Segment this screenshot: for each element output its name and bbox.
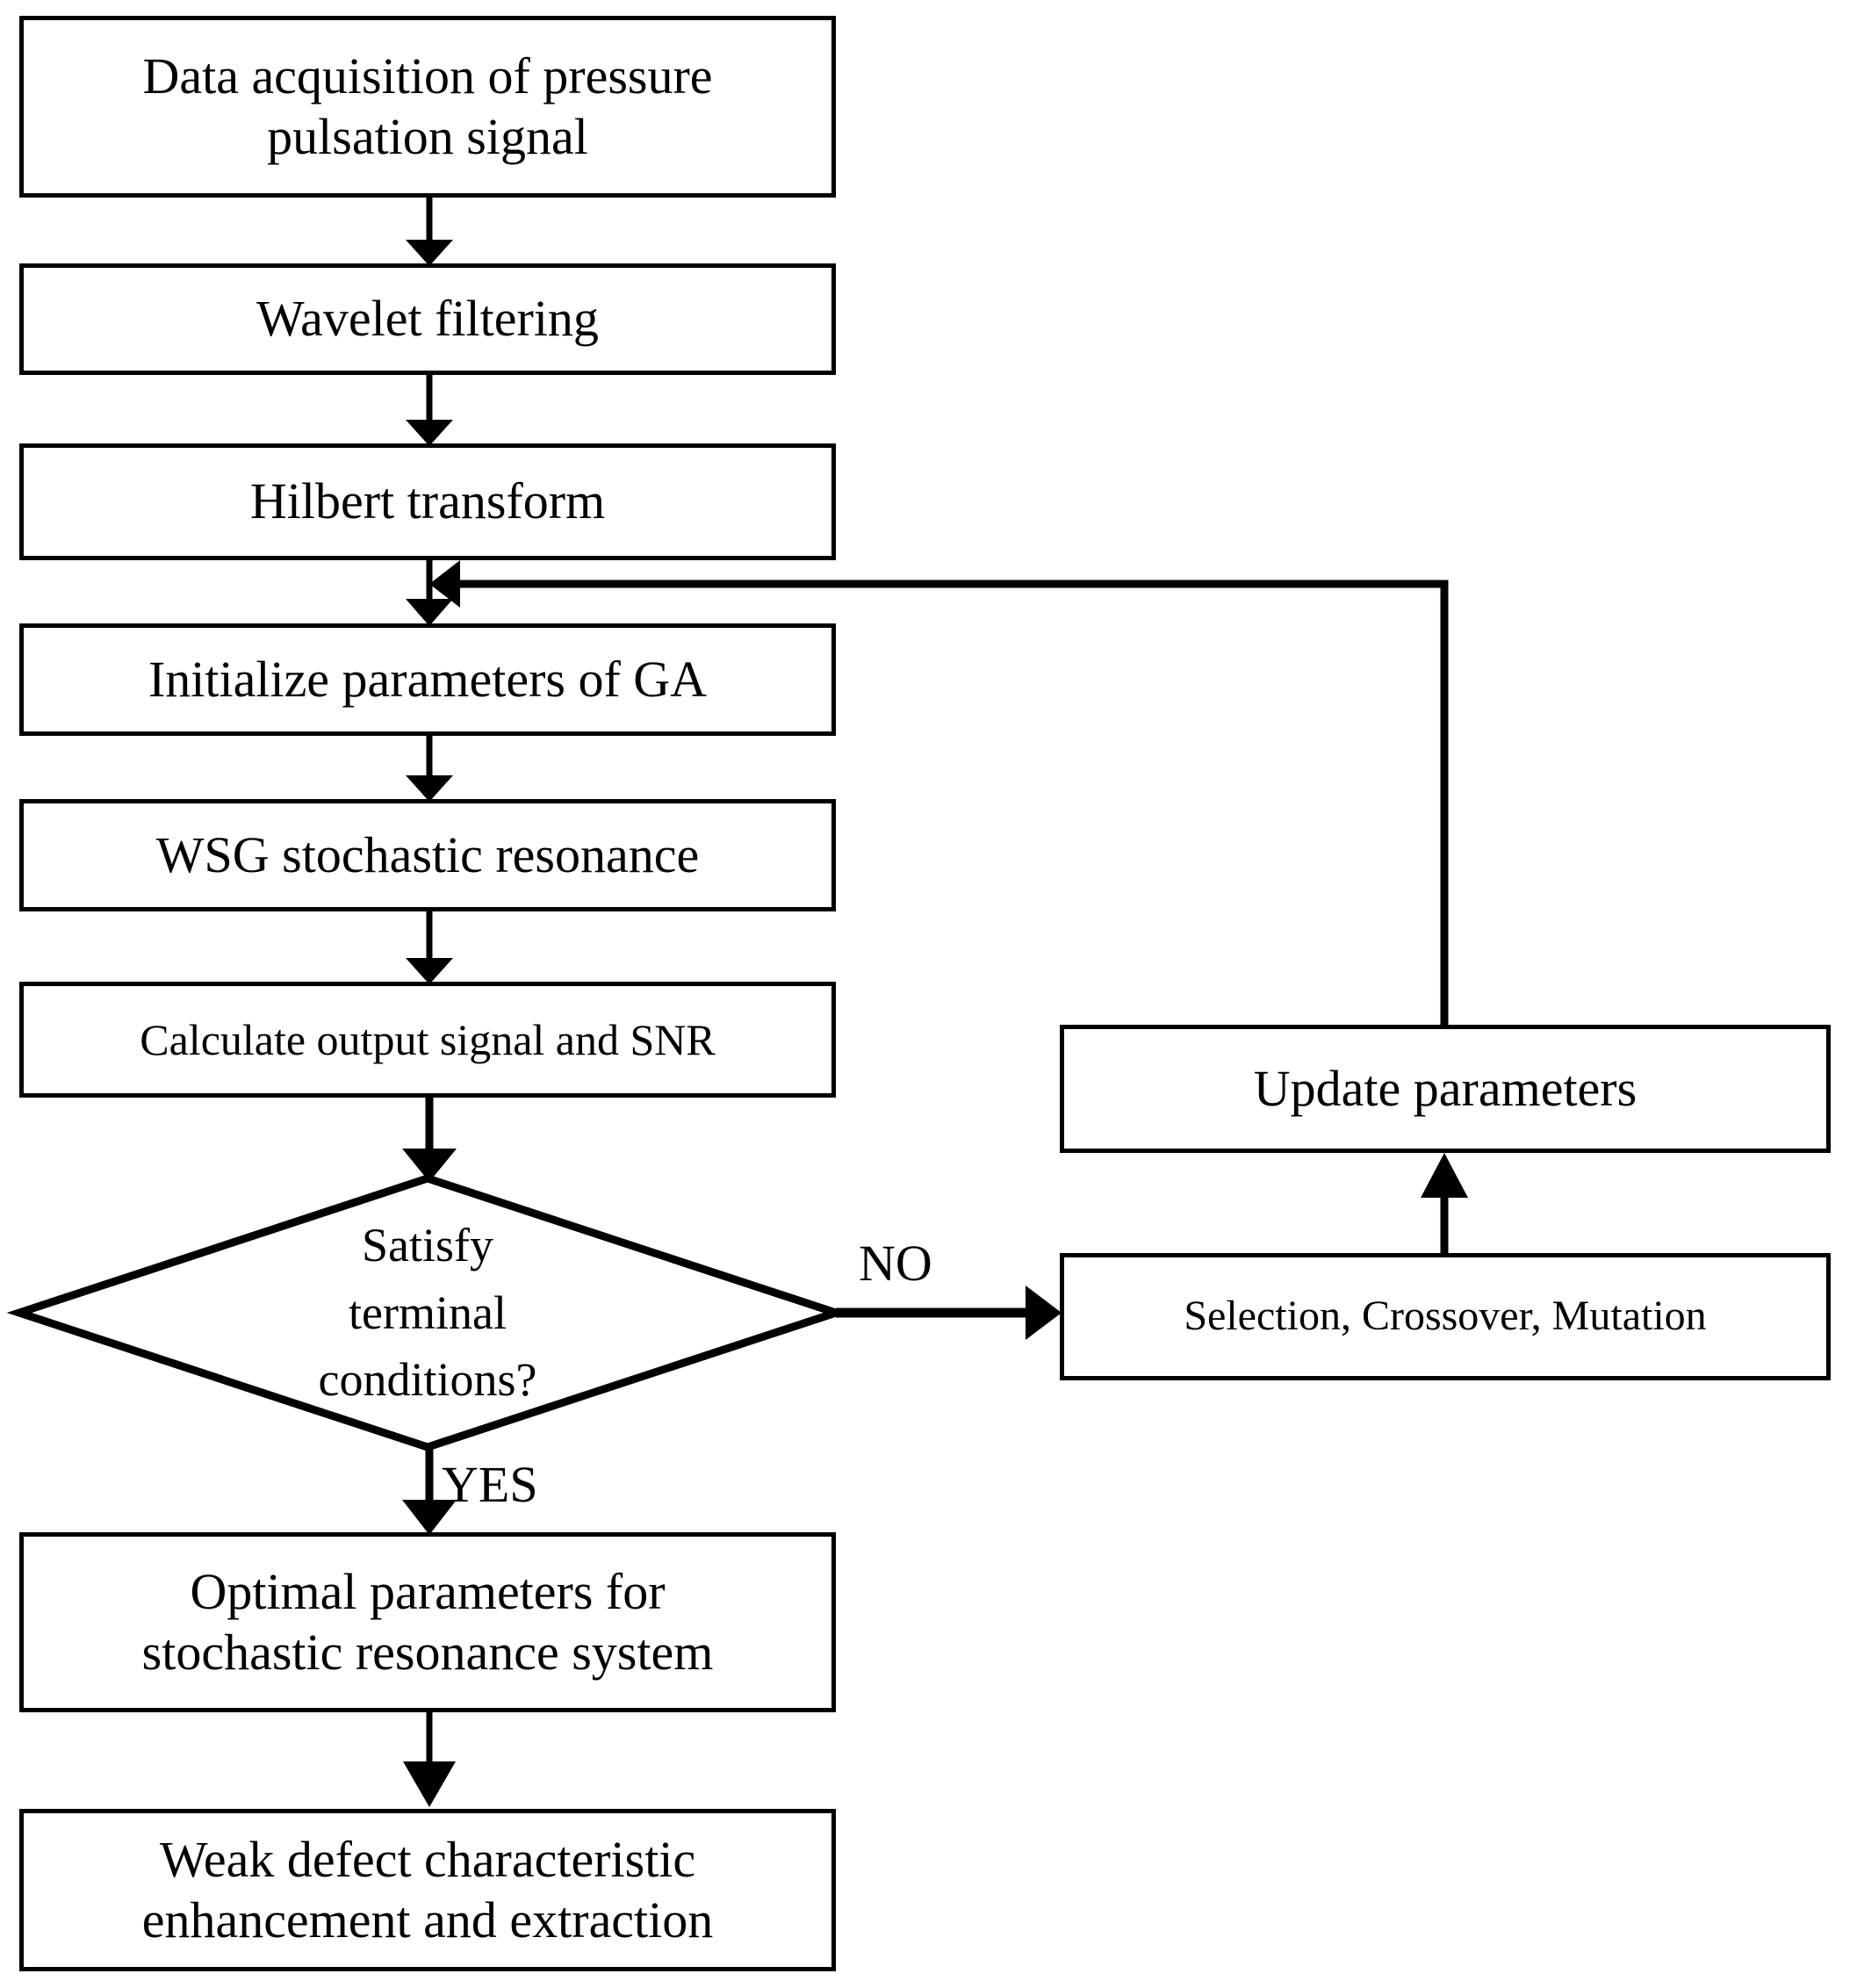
edge-calculate-snr-to-terminal-decision: [402, 1098, 457, 1182]
node-selection-crossover-mutation-label: Selection, Crossover, Mutation: [1184, 1293, 1707, 1340]
edge-label-yes-text: YES: [442, 1456, 538, 1513]
node-terminal-decision[interactable]: Satisfy terminal conditions?: [19, 1178, 836, 1447]
node-wsg-resonance-label: WSG stochastic resonance: [155, 825, 700, 883]
node-wavelet-filtering-label: Wavelet filtering: [256, 290, 599, 348]
node-wavelet-filtering[interactable]: Wavelet filtering: [19, 263, 836, 375]
edge-initialize-ga-to-wsg-resonance: [406, 736, 453, 802]
node-calculate-snr-label: Calculate output signal and SNR: [140, 1014, 716, 1064]
edge-hilbert-transform-to-initialize-ga: [406, 560, 453, 626]
node-calculate-snr[interactable]: Calculate output signal and SNR: [19, 982, 836, 1098]
edge-wavelet-filtering-to-hilbert-transform: [406, 375, 453, 446]
node-selection-crossover-mutation[interactable]: Selection, Crossover, Mutation: [1060, 1253, 1831, 1380]
edge-wsg-resonance-to-calculate-snr: [406, 911, 453, 984]
edge-selection-to-update-parameters: [1421, 1153, 1468, 1253]
edge-terminal-decision-to-optimal-parameters: [402, 1447, 457, 1535]
edge-label-no: NO: [859, 1238, 932, 1289]
edge-terminal-decision-to-selection: [836, 1286, 1062, 1340]
node-initialize-ga-label: Initialize parameters of GA: [148, 650, 708, 708]
node-data-acquisition[interactable]: Data acquisition of pressure pulsation s…: [19, 16, 836, 198]
node-hilbert-transform[interactable]: Hilbert transform: [19, 443, 836, 560]
node-terminal-decision-label: Satisfy terminal conditions?: [318, 1218, 537, 1407]
edge-optimal-parameters-to-weak-defect: [403, 1712, 456, 1807]
node-initialize-ga[interactable]: Initialize parameters of GA: [19, 623, 836, 736]
edge-update-parameters-to-initialize-ga: [429, 560, 1449, 1025]
node-data-acquisition-label: Data acquisition of pressure pulsation s…: [142, 47, 713, 165]
node-optimal-parameters-label: Optimal parameters for stochastic resona…: [141, 1563, 714, 1681]
node-optimal-parameters[interactable]: Optimal parameters for stochastic resona…: [19, 1532, 836, 1712]
node-update-parameters-label: Update parameters: [1253, 1059, 1637, 1117]
edge-data-acquisition-to-wavelet-filtering: [406, 198, 453, 266]
node-update-parameters[interactable]: Update parameters: [1060, 1025, 1831, 1153]
node-weak-defect[interactable]: Weak defect characteristic enhancement a…: [19, 1809, 836, 1971]
node-weak-defect-label: Weak defect characteristic enhancement a…: [141, 1831, 714, 1948]
node-wsg-resonance[interactable]: WSG stochastic resonance: [19, 799, 836, 911]
node-hilbert-transform-label: Hilbert transform: [249, 472, 606, 530]
edge-label-yes: YES: [442, 1459, 538, 1510]
edge-label-no-text: NO: [859, 1235, 932, 1292]
